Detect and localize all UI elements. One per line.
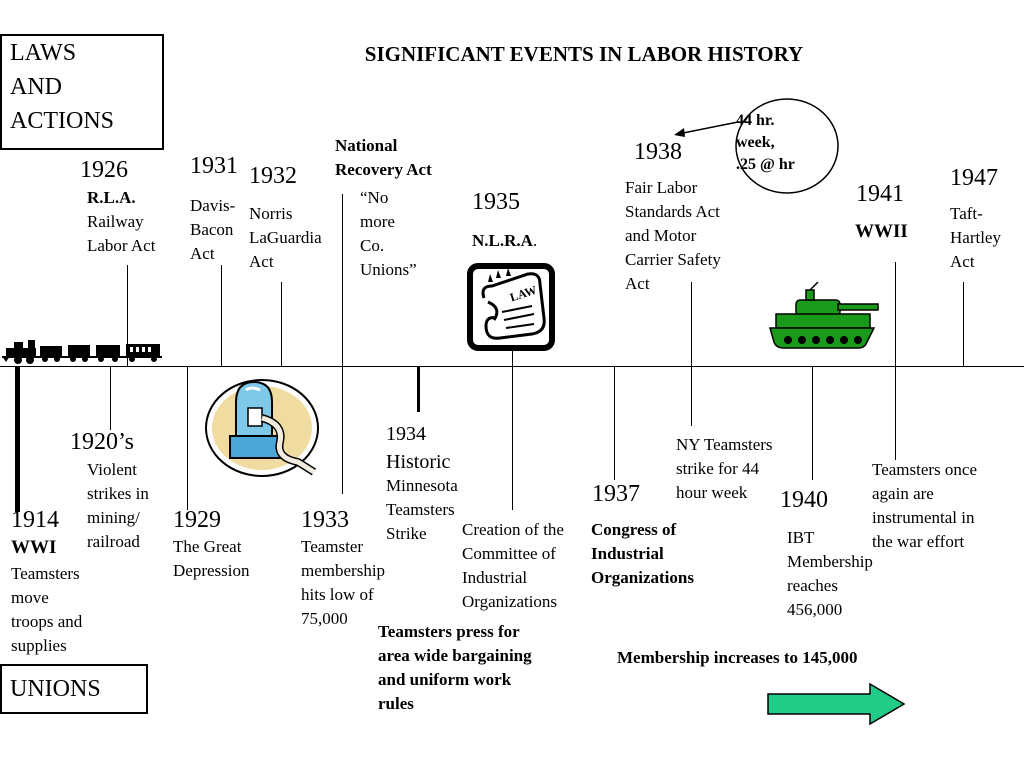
law-desc: Railway Labor Act bbox=[87, 210, 155, 258]
train-icon bbox=[0, 336, 168, 366]
union-desc: Teamster membership hits low of 75,000 bbox=[301, 535, 385, 631]
union-desc: NY Teamsters strike for 44 hour week bbox=[676, 433, 773, 505]
law-abbr-punct: . bbox=[533, 231, 537, 250]
laws-section-label: LAWS AND ACTIONS bbox=[0, 34, 164, 150]
law-heading: National Recovery Act bbox=[335, 134, 432, 182]
union-year: 1934 Historic bbox=[386, 420, 450, 476]
law-year: 1931 bbox=[190, 152, 238, 180]
union-desc: Minnesota Teamsters Strike bbox=[386, 474, 458, 546]
law-year: 1932 bbox=[249, 162, 297, 190]
union-desc: Creation of the Committee of Industrial … bbox=[462, 518, 564, 614]
union-year: 1940 bbox=[780, 486, 828, 514]
tank-icon bbox=[766, 282, 882, 352]
membership-note: Membership increases to 145,000 bbox=[617, 646, 858, 670]
law-abbr: WWII bbox=[855, 220, 908, 244]
union-desc: Teamsters once again are instrumental in… bbox=[872, 458, 977, 554]
law-abbr: R.L.A. bbox=[87, 186, 136, 210]
stock-ticker-icon bbox=[200, 372, 326, 482]
union-abbr: WWI bbox=[11, 536, 56, 560]
unions-section-label: UNIONS bbox=[0, 664, 148, 714]
union-year: 1937 bbox=[592, 480, 640, 508]
union-desc: The Great Depression bbox=[173, 535, 249, 583]
law-desc: Davis- Bacon Act bbox=[190, 194, 235, 266]
law-scroll-icon: LAW bbox=[466, 262, 556, 352]
union-year: 1920’s bbox=[70, 428, 134, 456]
union-desc: Teamsters move troops and supplies bbox=[11, 562, 82, 658]
law-year: 1947 bbox=[950, 164, 998, 192]
law-desc: Norris LaGuardia Act bbox=[249, 202, 322, 274]
law-abbr: N.L.R.A bbox=[472, 231, 533, 250]
union-year: 1933 bbox=[301, 506, 349, 534]
union-desc: Violent strikes in mining/ railroad bbox=[87, 458, 149, 554]
law-quote: “No more Co. Unions” bbox=[360, 186, 417, 282]
callout-text: 44 hr. week, .25 @ hr bbox=[736, 110, 795, 176]
union-desc: IBT Membership reaches 456,000 bbox=[787, 526, 873, 622]
union-abbr: Congress of Industrial Organizations bbox=[591, 518, 694, 590]
law-year: 1935 bbox=[472, 188, 520, 216]
law-year: 1926 bbox=[80, 156, 128, 184]
law-year: 1941 bbox=[856, 180, 904, 208]
law-desc: Taft- Hartley Act bbox=[950, 202, 1001, 274]
union-year: 1929 bbox=[173, 506, 221, 534]
union-year: 1914 bbox=[11, 506, 59, 534]
arrow-right-icon bbox=[766, 682, 908, 728]
bargaining-note: Teamsters press for area wide bargaining… bbox=[378, 620, 532, 716]
